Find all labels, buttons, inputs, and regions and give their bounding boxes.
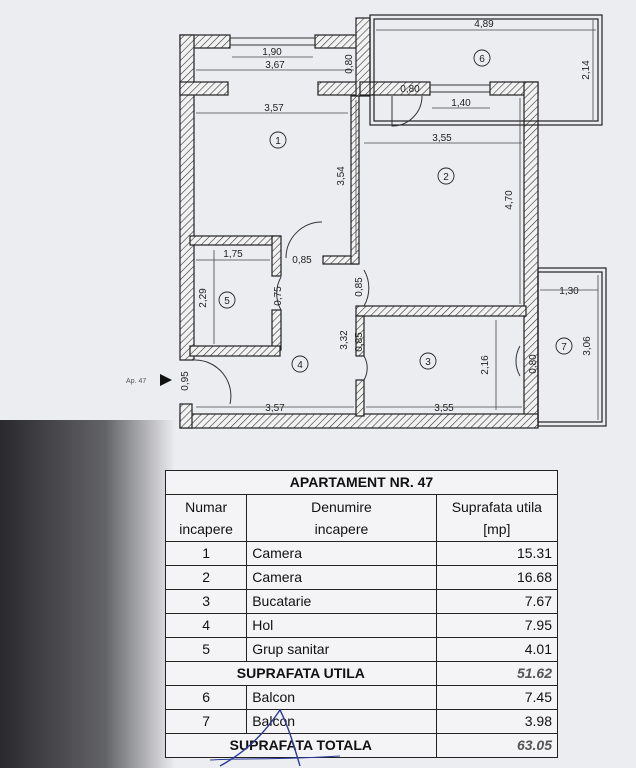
dim-entry-door: 0,95 <box>180 371 191 391</box>
dim-room2-width: 3,55 <box>432 133 452 144</box>
dim-balcony6-depth: 2,14 <box>581 60 592 80</box>
room-3-number: 3 <box>425 357 431 368</box>
table-row: 5 Grup sanitar 4.01 <box>164 637 559 662</box>
dim-door-right: 0,80 <box>400 84 420 95</box>
table-title-row: APARTAMENT NR. 47 <box>165 470 558 495</box>
dim-balcony7-width: 1,30 <box>559 286 579 297</box>
util-label: SUPRAFATA UTILA <box>165 661 437 686</box>
table-row: 4 Hol 7.95 <box>164 613 559 638</box>
dim-bath-depth: 2,29 <box>198 288 209 308</box>
dim-balcony6-width: 4,89 <box>474 19 494 30</box>
dim-hall-depth: 3,32 <box>339 330 350 350</box>
dimension-lines <box>196 20 599 420</box>
dim-top-width: 3,67 <box>265 60 285 71</box>
dim-balcony7-depth: 3,06 <box>582 336 593 356</box>
table-row: 1 Camera 15.31 <box>164 541 559 566</box>
util-value: 51.62 <box>435 661 559 686</box>
room-1-number: 1 <box>275 136 281 147</box>
dim-top-window: 1,90 <box>262 47 282 58</box>
entrance-marker: Ap. 47 <box>126 374 172 386</box>
entrance-label: Ap. 47 <box>126 378 146 385</box>
util-total-row: SUPRAFATA UTILA 51.62 <box>165 661 559 686</box>
room-4-number: 4 <box>297 360 303 371</box>
dim-room1-door: 0,85 <box>292 255 312 266</box>
total-value: 63.05 <box>435 733 559 758</box>
dim-kitchen-side: 0,80 <box>528 354 539 374</box>
header-area: Suprafata utila[mp] <box>435 494 559 542</box>
dim-bottom-right: 3,55 <box>434 403 454 414</box>
floor-plan: 1 2 3 4 5 6 7 1,90 3,67 0,80 4,89 2,14 0… <box>126 14 607 429</box>
room-7-number: 7 <box>561 342 567 353</box>
table-row: 6 Balcon 7.45 <box>164 685 559 710</box>
table-row: 2 Camera 16.68 <box>164 565 559 590</box>
dim-top-wall: 0,80 <box>344 54 355 74</box>
walls <box>179 17 539 429</box>
doors <box>194 95 521 405</box>
entrance-arrow-icon <box>160 374 172 386</box>
windows <box>230 37 490 93</box>
dim-room2-depth: 4,70 <box>504 190 515 210</box>
grand-total-row: SUPRAFATA TOTALA 63.05 <box>165 733 559 758</box>
dim-room1-width: 3,57 <box>264 103 284 114</box>
dim-bath-width: 1,75 <box>223 249 243 260</box>
dim-kitchen-door: 0,85 <box>354 332 365 352</box>
dim-bottom-left: 3,57 <box>265 403 285 414</box>
table-title: APARTAMENT NR. 47 <box>165 470 558 495</box>
dim-kitchen-depth: 2,16 <box>480 355 491 375</box>
table-row: 7 Balcon 3.98 <box>164 709 559 734</box>
dim-bath-door: 0,75 <box>273 286 284 306</box>
room-numbers: 1 2 3 4 5 6 7 <box>218 49 573 373</box>
total-label: SUPRAFATA TOTALA <box>165 733 437 758</box>
dim-window-room2: 1,40 <box>451 98 471 109</box>
room-6-number: 6 <box>479 54 485 65</box>
balconies <box>369 14 607 427</box>
photo-shadow <box>0 420 175 768</box>
dimension-labels: 1,90 3,67 0,80 4,89 2,14 0,80 1,40 3,57 … <box>180 19 593 414</box>
dim-room2-door: 0,85 <box>354 277 365 297</box>
room-2-number: 2 <box>443 172 449 183</box>
table-row: 3 Bucatarie 7.67 <box>164 589 559 614</box>
room-5-number: 5 <box>224 296 230 307</box>
dim-room1-depth: 3,54 <box>336 166 347 186</box>
